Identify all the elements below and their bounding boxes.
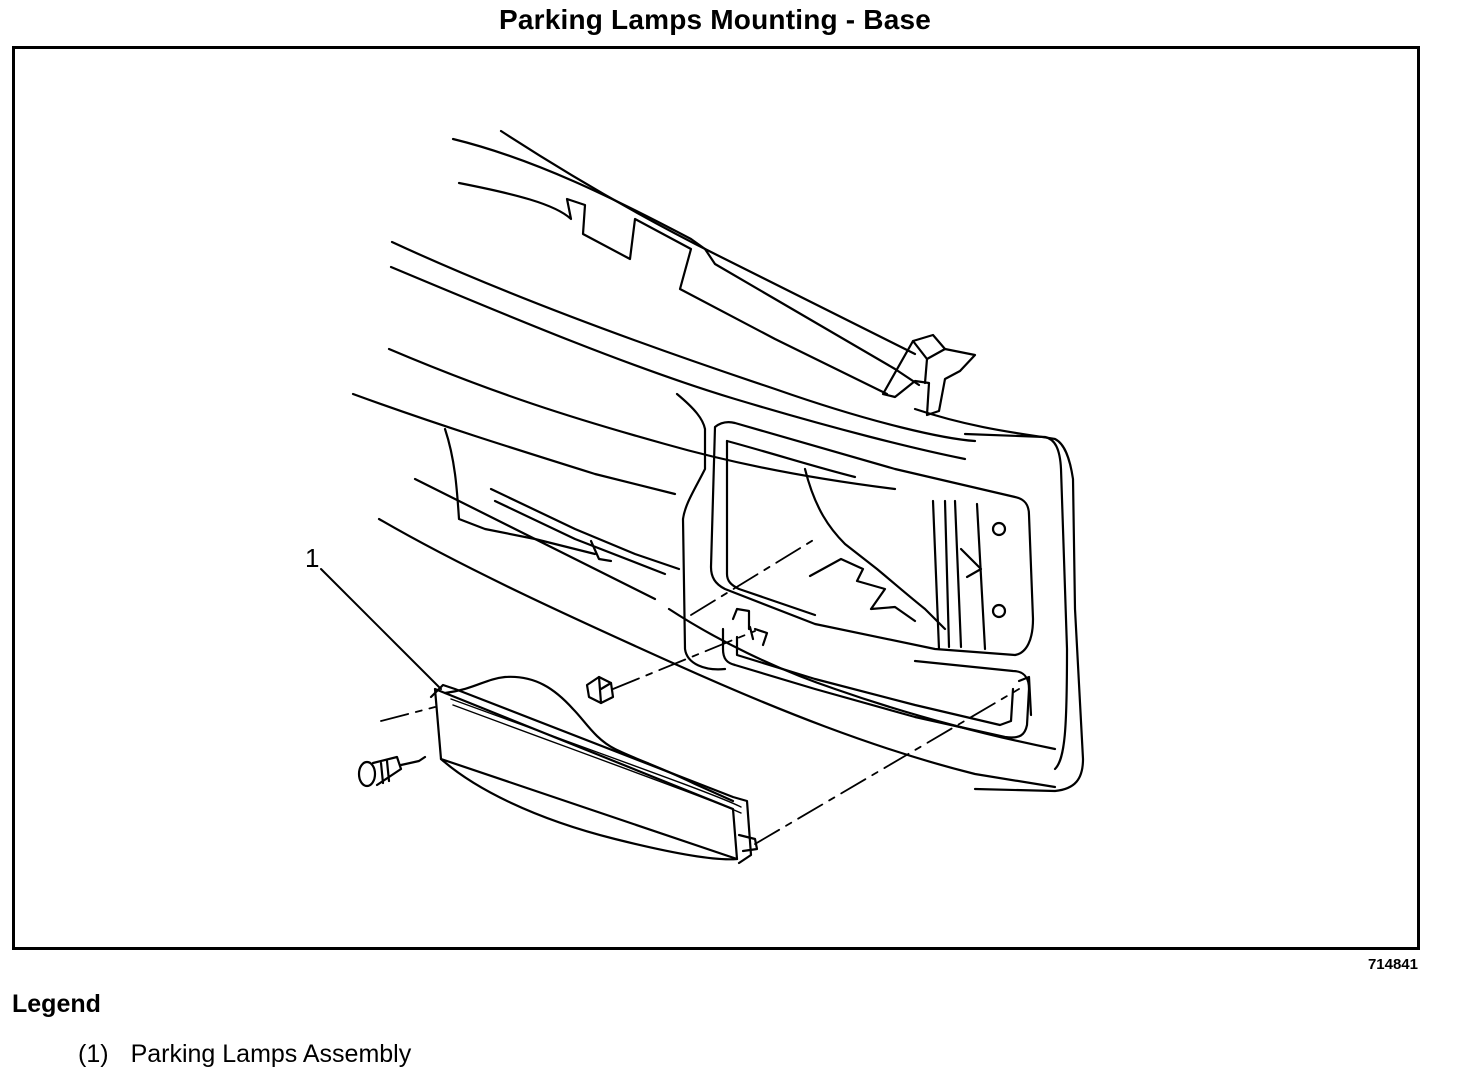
callout-leader-1: [320, 568, 442, 690]
legend-item: (1) Parking Lamps Assembly: [78, 1040, 411, 1069]
diagram-frame: 1: [12, 46, 1420, 950]
parking-lamp-assembly: [429, 675, 759, 865]
legend-heading: Legend: [12, 990, 101, 1018]
parking-lamp-illustration: 1: [305, 129, 1085, 865]
legend-item-label: Parking Lamps Assembly: [130, 1040, 412, 1068]
legend-list: (1) Parking Lamps Assembly: [78, 1040, 411, 1069]
mounting-screw: [357, 755, 427, 788]
hood-bracket: [881, 333, 977, 417]
legend-item-number: (1): [78, 1040, 109, 1068]
callout-1: 1: [305, 543, 319, 573]
clip-nut: [585, 675, 615, 705]
hood-edge-lines: [351, 129, 1057, 789]
parking-lamp-recess: [721, 607, 1033, 739]
diagram-title: Parking Lamps Mounting - Base: [498, 4, 932, 35]
grille-lines: [413, 427, 1057, 751]
figure-id: 714841: [1367, 956, 1418, 973]
alignment-lines: [380, 538, 1020, 845]
headlamp-housing: [675, 392, 1085, 793]
